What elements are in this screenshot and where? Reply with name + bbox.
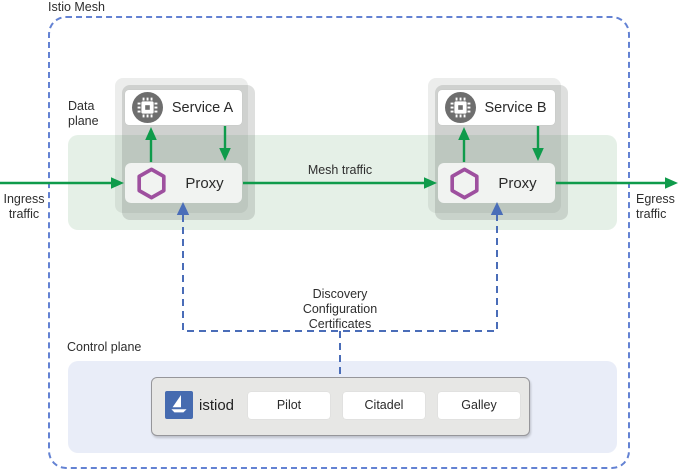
- data-plane-label: Data plane: [68, 99, 99, 129]
- istiod-box: istiod Pilot Citadel Galley: [151, 377, 530, 436]
- istiod-label: istiod: [199, 397, 235, 414]
- service-a-box: Service A: [125, 90, 242, 125]
- istio-sail-icon: [165, 391, 193, 419]
- citadel-box: Citadel: [343, 392, 425, 419]
- label-line: Discovery: [312, 287, 368, 301]
- label-line: Egress: [636, 192, 675, 206]
- chip-icon: [445, 92, 476, 123]
- pilot-box: Pilot: [248, 392, 330, 419]
- proxy-b-label: Proxy: [498, 174, 537, 192]
- proxy-b-box: Proxy: [438, 163, 555, 203]
- galley-box: Galley: [438, 392, 520, 419]
- label-line: plane: [68, 114, 99, 128]
- label-line: Ingress: [3, 192, 45, 206]
- egress-traffic-label: Egress traffic: [636, 192, 680, 222]
- discovery-configuration-certificates-label: Discovery Configuration Certificates: [270, 287, 410, 332]
- envoy-hexagon-icon: [137, 167, 166, 199]
- label-line: Configuration: [302, 302, 378, 316]
- service-b-box: Service B: [438, 90, 555, 125]
- pod-group-service-b: Service B Proxy: [428, 78, 568, 220]
- service-b-label: Service B: [484, 99, 547, 116]
- pod-group-service-a: Service A Proxy: [115, 78, 255, 220]
- label-line: traffic: [636, 207, 667, 221]
- proxy-a-box: Proxy: [125, 163, 242, 203]
- service-a-label: Service A: [171, 99, 234, 116]
- envoy-hexagon-icon: [450, 167, 479, 199]
- proxy-a-label: Proxy: [185, 174, 224, 192]
- control-plane-label: Control plane: [67, 340, 142, 354]
- mesh-traffic-label: Mesh traffic: [307, 163, 373, 177]
- label-line: Certificates: [308, 317, 372, 331]
- label-line: traffic: [8, 207, 40, 221]
- label-line: Data: [68, 99, 95, 113]
- istio-mesh-boundary: [48, 16, 630, 469]
- istio-mesh-title: Istio Mesh: [48, 0, 105, 14]
- chip-icon: [132, 92, 163, 123]
- ingress-traffic-label: Ingress traffic: [1, 192, 47, 222]
